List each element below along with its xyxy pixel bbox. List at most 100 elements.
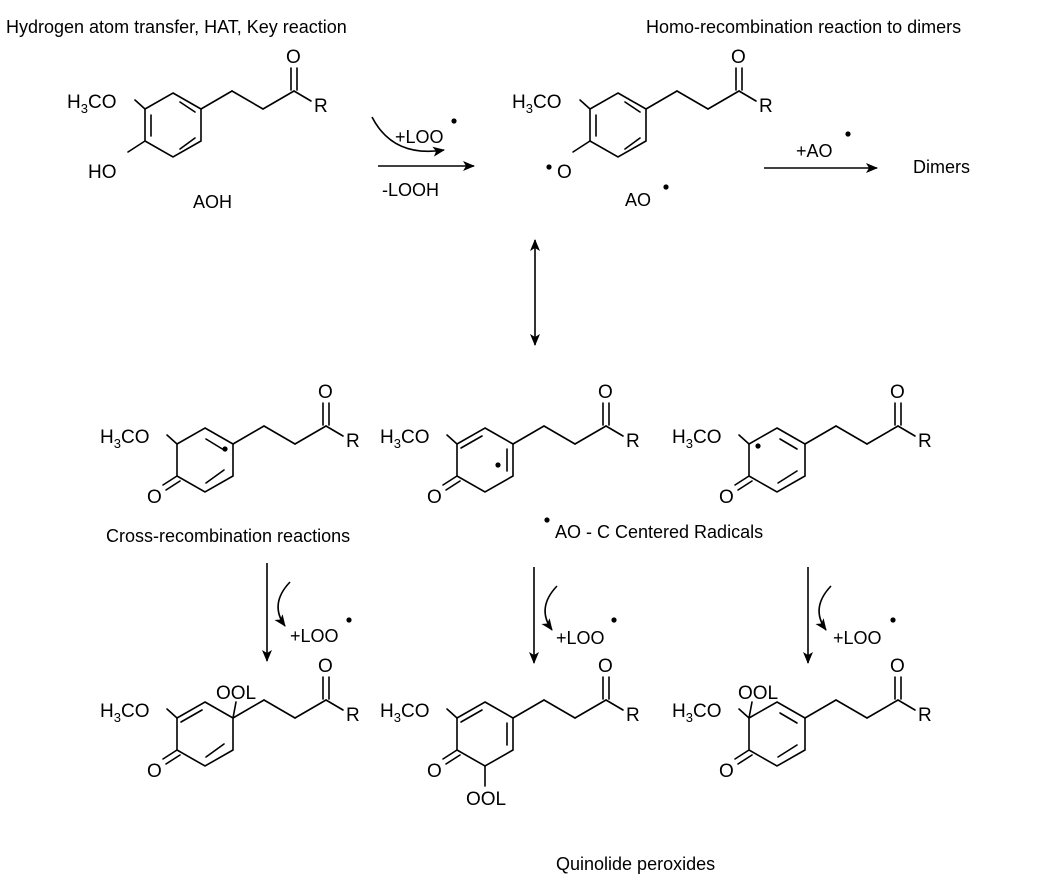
ring-bonds — [144, 92, 202, 158]
keto-bond — [734, 475, 750, 486]
methoxy-bond — [579, 99, 591, 110]
keto-bond — [162, 749, 178, 760]
chain-bond — [263, 699, 296, 719]
chain-bond — [835, 699, 868, 719]
chain-bond — [866, 699, 899, 719]
r-bond — [293, 90, 312, 102]
carbonyl-oxygen: O — [890, 382, 905, 403]
radical-dot — [663, 184, 669, 190]
methoxy-label: H3CO — [512, 92, 561, 116]
double-bond — [777, 470, 798, 484]
reagent-loo: +LOO — [395, 127, 444, 147]
methoxy-bond — [166, 708, 178, 719]
chain-bond — [835, 425, 868, 445]
chain-bond — [645, 90, 678, 110]
keto-oxygen: O — [147, 487, 162, 508]
ring-bonds — [748, 701, 806, 767]
peroxide-label: OOL — [738, 683, 778, 704]
reagent-loo: +LOO — [833, 628, 882, 648]
compound-label-aoh: AOH — [193, 192, 232, 212]
chain-bond — [231, 90, 264, 110]
keto-bond — [737, 480, 753, 491]
r-group: R — [346, 705, 360, 726]
compound-ao-radical: H3CO O R O AO — [512, 47, 773, 210]
hat-arrow: +LOO -LOOH — [371, 116, 475, 200]
oxyl-bond — [572, 140, 591, 153]
carbonyl-oxygen: O — [318, 656, 333, 677]
carbonyl-oxygen: O — [318, 382, 333, 403]
r-group: R — [626, 431, 640, 452]
peroxide-ortho: H3CO O R O OOL — [380, 656, 640, 810]
r-bond — [325, 425, 344, 437]
ring-bonds — [176, 427, 234, 493]
double-bond — [779, 438, 798, 450]
chain-bond — [804, 425, 837, 445]
peroxide-bond — [232, 701, 237, 719]
chain-bond — [543, 699, 576, 719]
ring-bonds — [456, 701, 514, 767]
keto-oxygen: O — [427, 761, 442, 782]
r-bond — [897, 425, 916, 437]
oxyl-oxygen: O — [557, 162, 572, 183]
curved-arrow — [541, 585, 558, 631]
methoxy-bond — [134, 99, 146, 110]
r-bond — [738, 90, 757, 102]
r-bond — [897, 699, 916, 711]
ring-bonds — [748, 427, 806, 493]
methoxy-label: H3CO — [380, 701, 429, 725]
radical-dot — [544, 517, 550, 523]
chain-bond — [200, 90, 233, 110]
radical-dot — [755, 443, 761, 449]
double-bond — [624, 137, 641, 150]
double-bond — [205, 743, 225, 758]
double-bond — [179, 101, 196, 113]
double-bond — [205, 438, 225, 451]
r-group: R — [626, 705, 640, 726]
keto-oxygen: O — [719, 487, 734, 508]
double-bond — [179, 137, 196, 150]
chain-bond — [262, 90, 295, 110]
reagent-loo: +LOO — [290, 626, 339, 646]
keto-bond — [165, 480, 181, 491]
radical-dot — [222, 446, 228, 452]
r-bond — [325, 699, 344, 711]
r-group: R — [314, 96, 328, 117]
double-bond — [624, 101, 641, 113]
keto-bond — [442, 749, 458, 760]
keto-bond — [737, 754, 753, 765]
chain-bond — [543, 425, 576, 445]
keto-bond — [162, 475, 178, 486]
radical-ortho: H3CO O R O — [380, 382, 640, 508]
methoxy-bond — [738, 434, 750, 445]
chain-bond — [574, 699, 607, 719]
r-bond — [605, 699, 624, 711]
methoxy-bond — [446, 708, 458, 719]
r-group: R — [759, 96, 773, 117]
heading-c-centered-radicals: AO - C Centered Radicals — [555, 522, 763, 542]
chain-bond — [804, 699, 837, 719]
cross-arrow-right: +LOO — [803, 567, 896, 664]
methoxy-bond — [446, 434, 458, 445]
carbonyl-oxygen: O — [286, 47, 301, 68]
keto-oxygen: O — [427, 487, 442, 508]
chain-bond — [676, 90, 709, 110]
methoxy-label: H3CO — [100, 701, 149, 725]
chain-bond — [263, 425, 296, 445]
dimer-arrow: +AO Dimers — [764, 131, 970, 177]
keto-oxygen: O — [147, 761, 162, 782]
r-group: R — [346, 431, 360, 452]
double-bond — [777, 744, 798, 758]
reagent-looh: -LOOH — [382, 180, 439, 200]
keto-bond — [734, 749, 750, 760]
peroxide-para: H3CO O R O OOL — [100, 656, 360, 782]
carbonyl-oxygen: O — [731, 47, 746, 68]
methoxy-bond — [738, 708, 750, 719]
r-group: R — [918, 705, 932, 726]
radical-dot — [451, 118, 457, 124]
chain-bond — [707, 90, 740, 110]
hydroxyl-bond — [127, 140, 146, 153]
heading-homo-recombination: Homo-recombination reaction to dimers — [646, 17, 961, 37]
radical-dot — [546, 164, 552, 170]
heading-quinolide-peroxides: Quinolide peroxides — [556, 854, 715, 874]
chain-bond — [232, 425, 265, 445]
